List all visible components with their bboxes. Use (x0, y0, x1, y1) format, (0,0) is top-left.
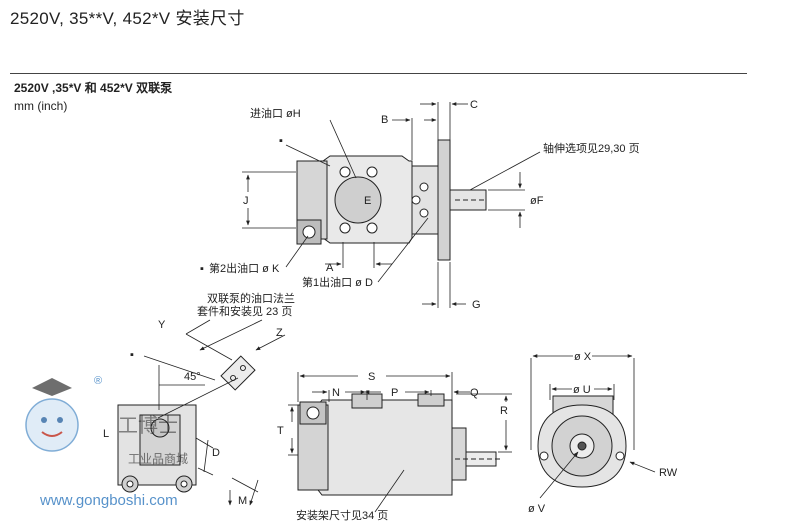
flange-view-labels: 双联泵的油口法兰 套件和安装见 23 页 Y Z ▪ 45° L D M (103, 291, 295, 507)
flange-view (117, 355, 256, 493)
page-title: 2520V, 35**V, 452*V 安装尺寸 (10, 9, 245, 28)
dim-n: N (332, 387, 340, 399)
end-view (537, 395, 627, 488)
side-view (297, 393, 500, 496)
dim-rw: RW (659, 467, 678, 479)
bullet-mark: ▪ (279, 135, 283, 147)
top-view-labels: 进油口 øH ▪ B C J E A øF G 轴伸选项见29,30 页 ▪ 第… (200, 99, 640, 311)
dim-u: ø U (573, 384, 591, 396)
dim-x: ø X (574, 351, 592, 363)
side-view-labels: S N P Q T R 安装架尺寸见34 页 (277, 371, 508, 522)
dim-q: Q (470, 387, 479, 399)
dim-m: M (238, 495, 247, 507)
watermark: ® 工博士 工业品商城 www.gongboshi.com (25, 375, 188, 509)
dim-g: G (472, 299, 481, 311)
bracket-note: 安装架尺寸见34 页 (296, 508, 388, 522)
dim-l: L (103, 428, 109, 440)
dim-s: S (368, 371, 375, 383)
top-view (296, 139, 487, 261)
watermark-url: www.gongboshi.com (39, 492, 178, 509)
dim-p: P (391, 387, 398, 399)
bullet-mark: ▪ (130, 349, 134, 361)
registered-mark: ® (94, 375, 102, 387)
flange-kit-note-line1: 双联泵的油口法兰 (207, 291, 295, 305)
dim-r: R (500, 405, 508, 417)
angle-45-label: 45° (184, 371, 201, 383)
dim-v: ø V (528, 503, 546, 515)
dim-a: A (326, 262, 334, 274)
dim-t: T (277, 425, 284, 437)
units-label: mm (inch) (14, 99, 68, 113)
section-subtitle: 2520V ,35*V 和 452*V 双联泵 (14, 81, 173, 95)
inlet-label: 进油口 øH (250, 106, 301, 120)
dim-d: D (212, 447, 220, 459)
dim-j: J (243, 195, 249, 207)
dim-c: C (470, 99, 478, 111)
graduation-cap-icon (32, 378, 72, 396)
watermark-brand: 工博士 (118, 414, 178, 437)
outlet-1-label: 第1出油口 ø D (302, 275, 373, 289)
end-view-labels: ø X ø U RW ø V (528, 351, 678, 515)
title-divider (10, 73, 747, 74)
flange-kit-note-line2: 套件和安装见 23 页 (197, 304, 292, 318)
shaft-options-note: 轴伸选项见29,30 页 (543, 141, 640, 155)
bullet-mark: ▪ (200, 263, 204, 275)
mascot-icon (25, 398, 79, 452)
dim-z: Z (276, 327, 283, 339)
dim-f: øF (530, 195, 544, 207)
dim-y: Y (158, 319, 166, 331)
outlet-2-label: 第2出油口 ø K (209, 261, 280, 275)
dim-e: E (364, 195, 371, 207)
dim-b: B (381, 114, 388, 126)
watermark-sub: 工业品商城 (128, 451, 188, 466)
